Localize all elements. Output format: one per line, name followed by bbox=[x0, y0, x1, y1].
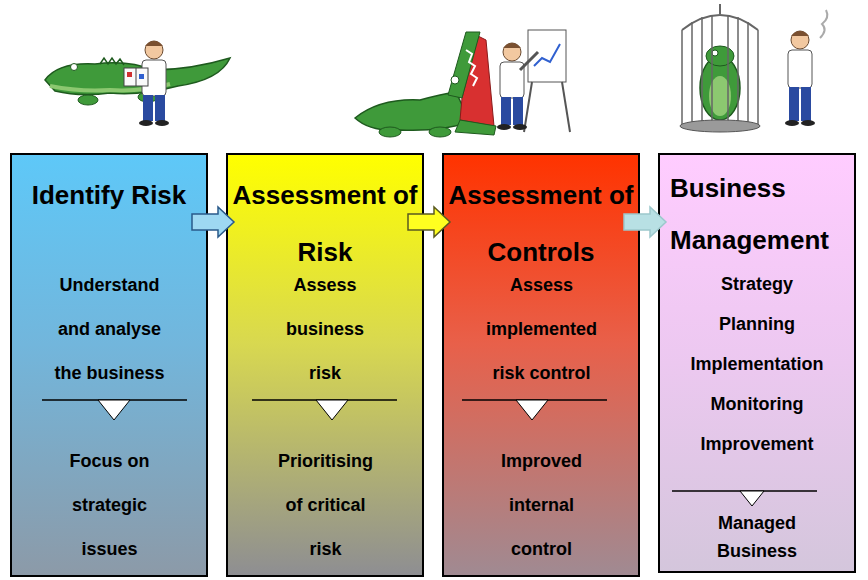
man-shirt bbox=[788, 50, 812, 88]
man-trousers bbox=[143, 95, 153, 121]
man-shoe bbox=[513, 124, 527, 130]
book-letter bbox=[139, 74, 144, 79]
crocodile-teeth bbox=[466, 50, 477, 86]
crocodile-open-jaws bbox=[355, 32, 496, 137]
divider-with-triangle bbox=[12, 399, 210, 423]
down-triangle bbox=[516, 400, 548, 420]
cage-bar bbox=[701, 17, 703, 124]
column-text: Understand and analyse the business bbox=[47, 263, 172, 395]
caged-crocodile bbox=[680, 4, 760, 132]
column-text: Focus on strategic issues bbox=[47, 439, 172, 571]
crocodile-leg bbox=[429, 127, 451, 137]
crocodile-eye bbox=[71, 64, 78, 71]
cage-hook bbox=[719, 4, 721, 14]
easel-leg bbox=[562, 82, 570, 132]
cage-bar bbox=[711, 15, 713, 124]
column-text: Managed Business bbox=[697, 509, 817, 565]
man-hair bbox=[503, 43, 521, 48]
cage-bar bbox=[681, 30, 683, 124]
crocodile-body bbox=[45, 58, 230, 95]
cartoon-illustrations bbox=[0, 0, 868, 152]
crocodile-leg bbox=[379, 127, 401, 137]
column-text: Prioritising of critical risk bbox=[268, 439, 383, 571]
column-heading: Business Management bbox=[670, 162, 854, 266]
cigarette bbox=[809, 42, 818, 44]
block-arrow bbox=[624, 207, 666, 237]
man-hair bbox=[791, 31, 809, 36]
column-text: Monitoring bbox=[667, 384, 847, 424]
column-heading: Assessment of Controls bbox=[446, 167, 636, 281]
man-trousers bbox=[501, 97, 511, 125]
down-triangle bbox=[316, 400, 348, 420]
cage-bar bbox=[691, 22, 693, 124]
man-relaxed bbox=[785, 10, 827, 126]
man-reading bbox=[124, 41, 169, 126]
column-text: Assess implemented risk control bbox=[479, 263, 604, 395]
flipchart-graph bbox=[534, 44, 560, 66]
man-trousers bbox=[155, 95, 165, 121]
down-triangle bbox=[98, 400, 130, 420]
man-shirt bbox=[500, 62, 524, 98]
divider-with-triangle bbox=[228, 399, 426, 423]
cage-bars bbox=[682, 15, 758, 124]
man-arm bbox=[520, 52, 538, 70]
column-text: Assess business risk bbox=[270, 263, 380, 395]
crocodile-lying bbox=[45, 58, 230, 105]
crocodile-eye bbox=[451, 76, 459, 84]
cage-bar bbox=[757, 30, 759, 124]
man-shoe bbox=[497, 124, 511, 130]
block-arrow bbox=[192, 207, 234, 237]
down-triangle bbox=[740, 491, 764, 506]
stage-column: Identify RiskUnderstand and analyse the … bbox=[10, 153, 208, 577]
column-text: Strategy bbox=[667, 264, 847, 304]
easel-leg bbox=[524, 82, 532, 132]
man-shoe bbox=[155, 120, 169, 126]
column-text: Improved internal control bbox=[479, 439, 604, 571]
cage-dome bbox=[682, 15, 758, 30]
column-text: Improvement bbox=[667, 424, 847, 464]
man-hair bbox=[145, 41, 163, 46]
crocodile-ridge bbox=[100, 58, 124, 65]
man-trousers bbox=[801, 87, 811, 121]
crocodile-leg bbox=[78, 95, 98, 105]
man-shoe bbox=[785, 120, 799, 126]
man-shoe bbox=[801, 120, 815, 126]
man-trousers bbox=[513, 97, 523, 125]
man-at-flipchart bbox=[497, 30, 570, 132]
man-head bbox=[145, 41, 163, 59]
divider-with-triangle bbox=[444, 399, 642, 423]
block-arrow bbox=[408, 207, 450, 237]
column-text: Planning bbox=[667, 304, 847, 344]
divider-with-triangle bbox=[660, 490, 858, 509]
cage-bar bbox=[747, 22, 749, 124]
column-text: Implementation bbox=[667, 344, 847, 384]
crocodile-eye bbox=[712, 50, 718, 56]
man-head bbox=[791, 31, 809, 49]
stage-column: Business ManagementStrategyPlanningImple… bbox=[658, 153, 856, 573]
stage-column: Assessment of ControlsAssess implemented… bbox=[442, 153, 640, 577]
crocodile-upper-jaw bbox=[448, 32, 480, 98]
man-shoe bbox=[139, 120, 153, 126]
column-heading: Assessment of Risk bbox=[230, 167, 420, 281]
crocodile-head bbox=[706, 46, 734, 66]
cage-bar bbox=[737, 17, 739, 124]
cage-base bbox=[680, 120, 760, 132]
smoke bbox=[820, 10, 827, 38]
book-letter bbox=[127, 72, 132, 77]
man-trousers bbox=[789, 87, 799, 121]
book-spine bbox=[136, 68, 137, 86]
column-heading: Identify Risk bbox=[14, 167, 204, 224]
open-book bbox=[124, 68, 148, 86]
crocodile-body bbox=[355, 92, 470, 130]
cage-bar bbox=[727, 15, 729, 124]
stage-column: Assessment of RiskAssess business riskPr… bbox=[226, 153, 424, 577]
man-head bbox=[503, 43, 521, 61]
crocodile-lower-jaw bbox=[455, 120, 496, 135]
